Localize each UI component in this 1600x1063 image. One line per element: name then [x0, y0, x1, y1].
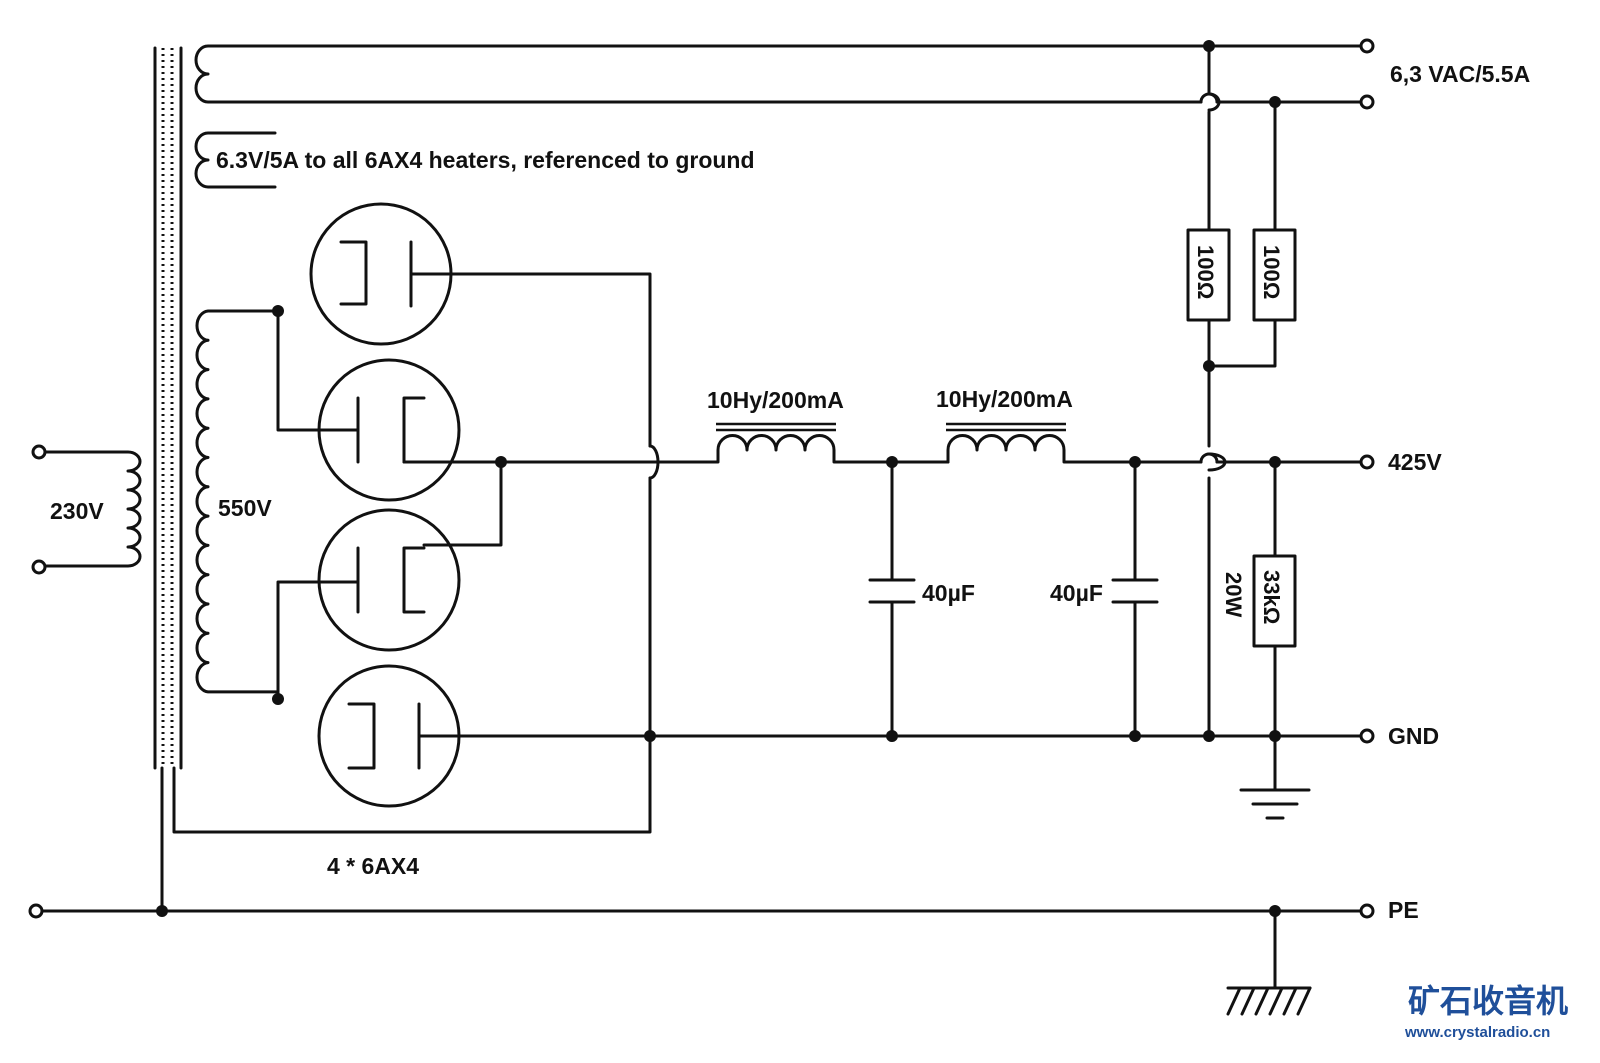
bleeder-resistor [1252, 460, 1297, 792]
heater-terminal-2[interactable] [1359, 94, 1375, 110]
mains-voltage-label: 230V [50, 498, 104, 524]
choke-1 [706, 422, 950, 464]
hum-resistor-2 [1207, 100, 1297, 368]
pe-terminal-right[interactable] [1359, 903, 1375, 919]
tube-1 [309, 202, 454, 346]
heater-winding-tubes [194, 131, 277, 189]
heater-note-label: 6.3V/5A to all 6AX4 heaters, referenced … [216, 147, 755, 173]
hum-resistor-1-label: 100Ω [1193, 245, 1218, 299]
hum-resistor-1 [1186, 44, 1231, 738]
b-plus-line [1199, 452, 1375, 470]
capacitor-1-label: 40µF [922, 580, 975, 606]
primary-winding [31, 444, 142, 575]
pe-line [28, 766, 1375, 1016]
heater-winding-output [194, 38, 1375, 110]
hum-resistor-2-label: 100Ω [1259, 245, 1284, 299]
choke-2 [946, 422, 1203, 464]
hv-secondary-winding [195, 309, 280, 694]
tube-type-label: 4 * 6AX4 [327, 853, 419, 879]
pe-label: PE [1388, 897, 1419, 923]
capacitor-2-label: 40µF [1050, 580, 1103, 606]
bleeder-resistor-label: 33kΩ [1259, 570, 1284, 624]
choke-2-label: 10Hy/200mA [936, 386, 1073, 412]
mains-terminal-2[interactable] [31, 559, 47, 575]
choke-1-label: 10Hy/200mA [707, 387, 844, 413]
gnd-terminal[interactable] [1359, 728, 1375, 744]
bleeder-power-label: 20W [1221, 572, 1246, 617]
pe-terminal-left[interactable] [28, 903, 44, 919]
tube-wiring [172, 272, 1369, 834]
capacitor-1 [868, 460, 916, 738]
capacitor-2 [1111, 460, 1159, 738]
b-plus-terminal[interactable] [1359, 454, 1375, 470]
watermark-logo-text: 矿石收音机 [1408, 982, 1568, 1020]
ground-symbol [1239, 728, 1375, 820]
b-plus-label: 425V [1388, 449, 1442, 475]
gnd-label: GND [1388, 723, 1439, 749]
watermark-url: www.crystalradio.cn [1404, 1024, 1550, 1041]
mains-terminal-1[interactable] [31, 444, 47, 460]
transformer-core [153, 46, 183, 770]
heater-terminal-1[interactable] [1359, 38, 1375, 54]
heater-output-label: 6,3 VAC/5.5A [1390, 61, 1530, 87]
tube-3 [317, 508, 461, 652]
junction-dots [156, 40, 1281, 917]
secondary-voltage-label: 550V [218, 495, 272, 521]
